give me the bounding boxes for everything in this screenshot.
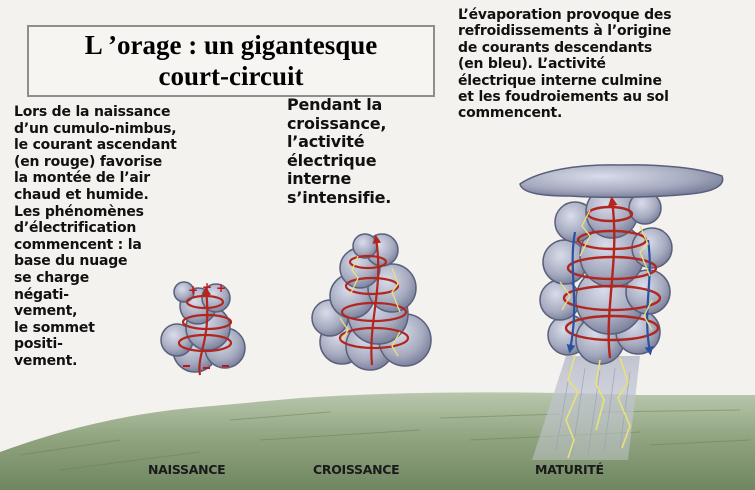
description-maturite: L’évaporation provoque des refroidisseme… <box>458 7 672 122</box>
lightning-strikes <box>565 354 631 459</box>
stage-label-croissance: CROISSANCE <box>313 462 400 477</box>
cloud-naissance: + + + <box>160 280 246 376</box>
title-line-2: court-circuit <box>158 61 304 91</box>
anvil <box>519 164 724 199</box>
cloud-croissance <box>311 233 432 371</box>
description-naissance: Lors de la naissance d’un cumulo-nimbus,… <box>14 104 177 369</box>
positive-charge-sign: + <box>216 281 226 295</box>
description-croissance: Pendant la croissance, l’activité électr… <box>287 95 392 207</box>
positive-charge-sign: + <box>202 280 212 294</box>
title-line-1: L ’orage : un gigantesque <box>84 30 378 60</box>
stage-label-maturite: MATURITÉ <box>535 462 604 477</box>
negative-charges <box>183 365 229 369</box>
stage-label-naissance: NAISSANCE <box>148 462 226 477</box>
positive-charge-sign: + <box>188 283 198 297</box>
cloud-maturite <box>519 164 724 460</box>
positive-charges: + + + <box>188 280 226 297</box>
title-box: L ’orage : un gigantesque court-circuit <box>27 25 435 97</box>
